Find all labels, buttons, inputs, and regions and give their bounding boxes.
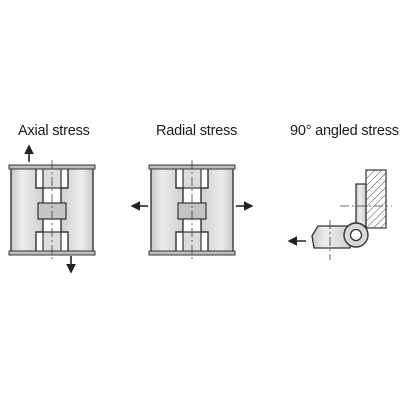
angled-stress-label: 90° angled stress (290, 123, 399, 139)
angled-vertical-leaf (355, 183, 367, 227)
angled-hinge (287, 169, 392, 260)
axial-stress-label: Axial stress (18, 123, 90, 139)
axial-hinge (8, 144, 96, 274)
radial-hinge (130, 160, 254, 262)
angled-pin (349, 228, 363, 242)
radial-stress-label: Radial stress (156, 123, 238, 139)
wall-section (365, 169, 387, 229)
